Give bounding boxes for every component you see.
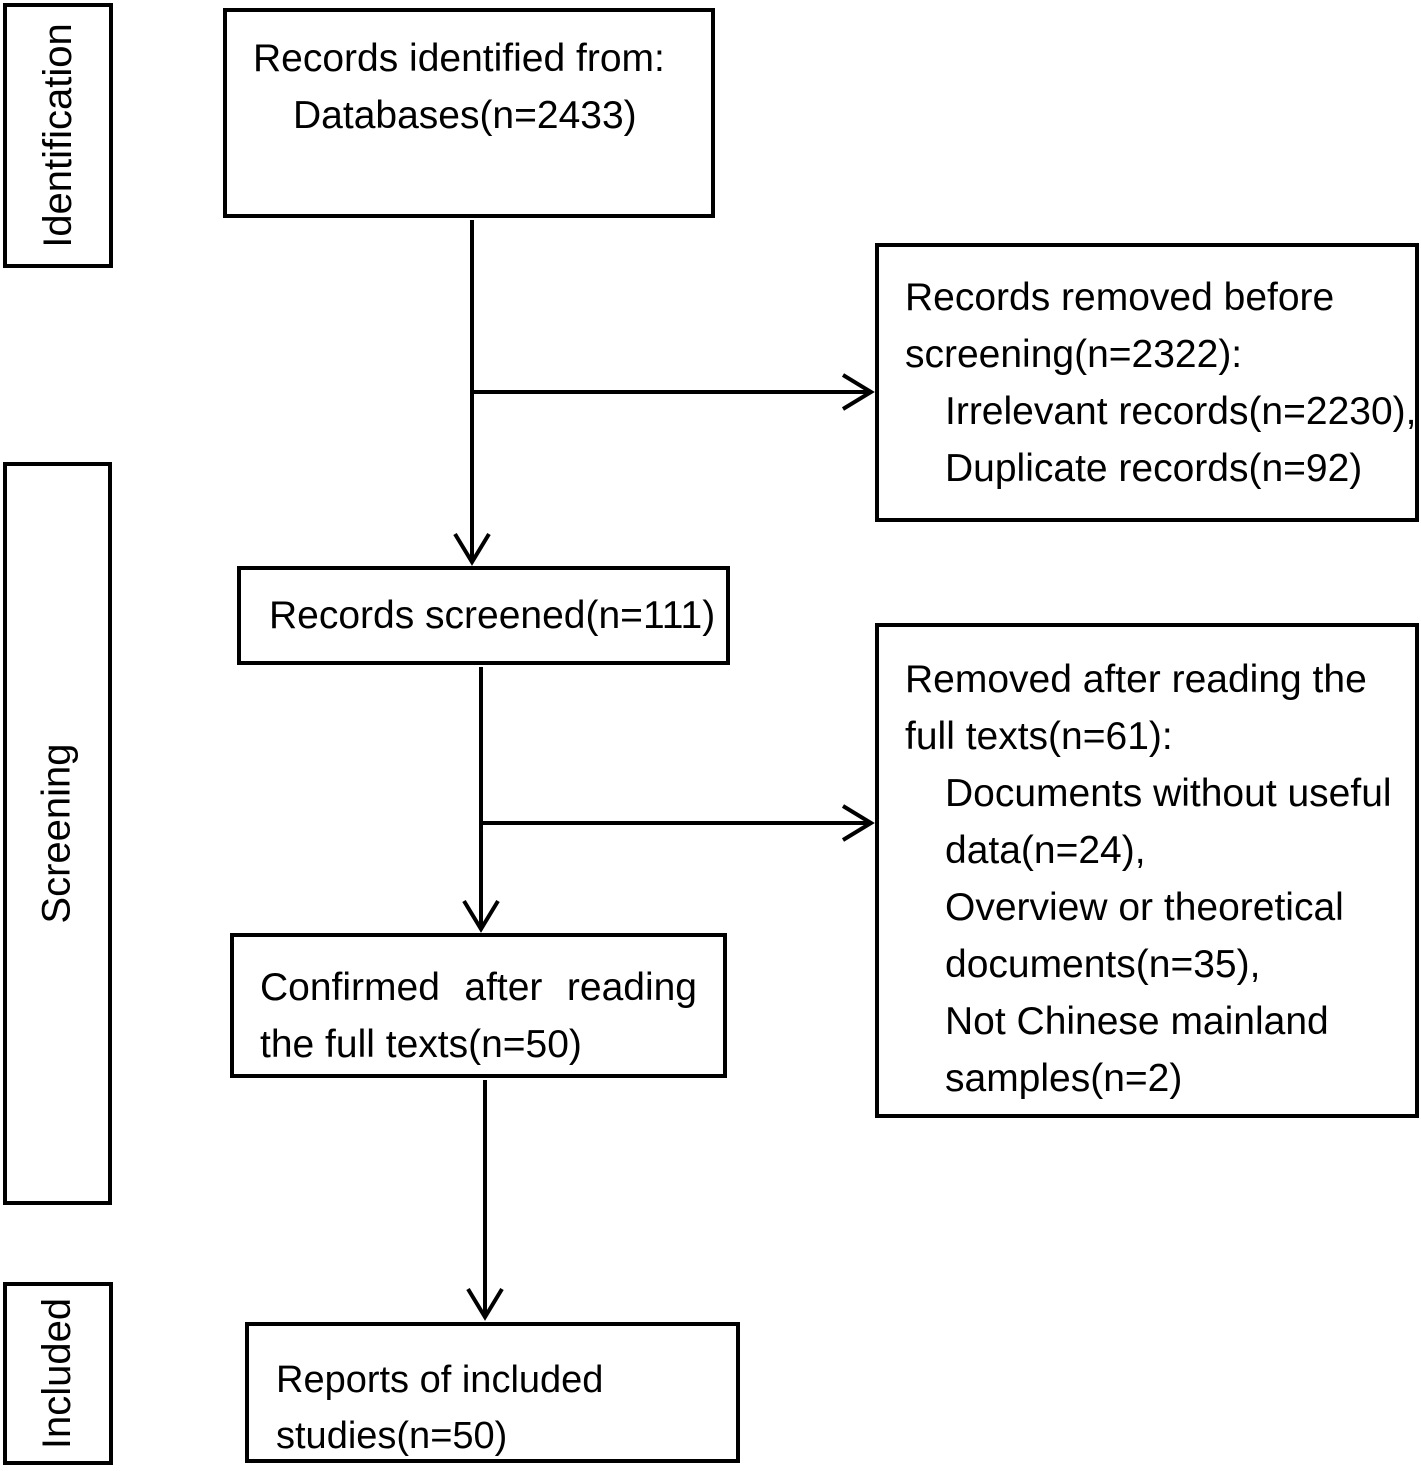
text-line: full texts(n=61): xyxy=(905,715,1173,758)
stage-label-text: Screening xyxy=(35,743,79,924)
text-line: Confirmed after reading xyxy=(260,966,697,1009)
arrow-down-confirmed-to-reports-icon xyxy=(466,1080,504,1321)
text-line: data(n=24), xyxy=(945,829,1146,872)
stage-label-text: Included xyxy=(35,1297,80,1450)
stage-label-screening: Screening xyxy=(3,462,112,1205)
box-reports-included: Reports of included studies(n=50) xyxy=(245,1322,740,1463)
box-confirmed-full-text: Confirmed after reading the full texts(n… xyxy=(230,933,727,1078)
text-line: Records removed before xyxy=(905,276,1335,319)
arrow-down-screened-to-confirmed-icon xyxy=(462,667,500,933)
stage-label-text: Identification xyxy=(35,23,80,248)
text-line: Databases(n=2433) xyxy=(293,94,637,137)
text-line: Irrelevant records(n=2230), xyxy=(945,390,1417,433)
text-line: the full texts(n=50) xyxy=(260,1023,582,1066)
stage-label-included: Included xyxy=(3,1282,113,1465)
text-line: Removed after reading the xyxy=(905,658,1367,701)
stage-label-identification: Identification xyxy=(3,3,113,268)
arrow-right-to-removed-before-screening-icon xyxy=(472,373,875,411)
text-line: documents(n=35), xyxy=(945,943,1261,986)
box-removed-full-text: Removed after reading the full texts(n=6… xyxy=(875,623,1419,1118)
box-records-screened: Records screened(n=111) xyxy=(237,566,730,665)
box-removed-before-screening: Records removed before screening(n=2322)… xyxy=(875,243,1419,522)
text-line: Reports of included xyxy=(276,1359,604,1401)
text-line: Not Chinese mainland xyxy=(945,1000,1329,1043)
arrow-down-identified-to-screened-icon xyxy=(453,220,491,566)
box-records-identified: Records identified from: Databases(n=243… xyxy=(223,8,715,218)
text-line: Overview or theoretical xyxy=(945,886,1344,929)
text-line: Duplicate records(n=92) xyxy=(945,447,1363,490)
text-line: Records identified from: xyxy=(253,37,665,80)
text-line: screening(n=2322): xyxy=(905,333,1243,376)
arrow-right-to-removed-full-text-icon xyxy=(481,804,875,842)
text-line: Documents without useful xyxy=(945,772,1392,815)
text-line: studies(n=50) xyxy=(276,1415,508,1457)
text-line: Records screened(n=111) xyxy=(269,594,716,637)
text-line: samples(n=2) xyxy=(945,1057,1183,1100)
